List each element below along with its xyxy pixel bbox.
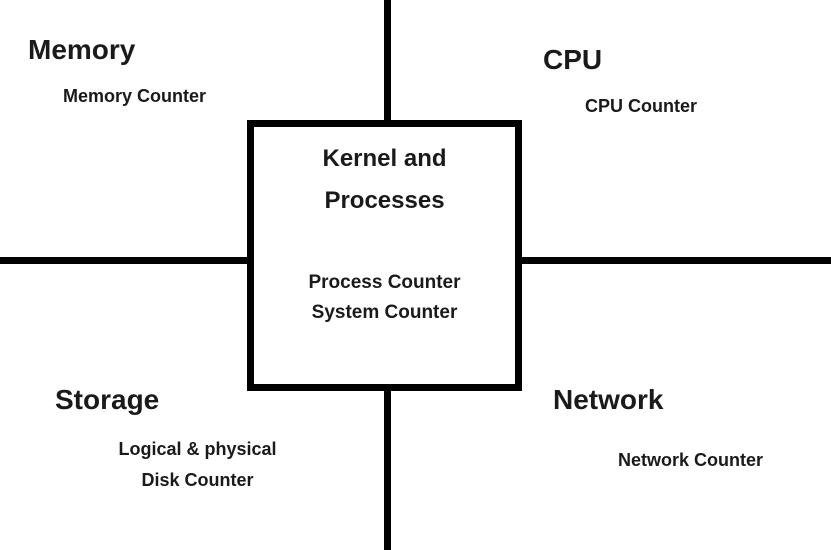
memory-quadrant-title: Memory — [28, 34, 136, 65]
cpu-quadrant-title: CPU — [543, 44, 603, 75]
system-counter-label: System Counter — [311, 302, 458, 323]
storage-quadrant-title: Storage — [55, 384, 160, 415]
kernel-box-title: Kernel and Processes — [254, 138, 515, 222]
kernel-box-title-line1: Kernel and — [322, 145, 447, 172]
memory-counter-label: Memory Counter — [63, 86, 207, 106]
cpu-counter-label: CPU Counter — [585, 96, 697, 116]
storage-counter-line2: Disk Counter — [141, 470, 254, 490]
divider-horizontal-left — [0, 257, 254, 264]
network-counter-label: Network Counter — [618, 450, 764, 470]
network-quadrant-title: Network — [553, 384, 664, 415]
kernel-box-title-line2: Processes — [324, 187, 445, 214]
process-counter-label: Process Counter — [308, 272, 461, 293]
kernel-box-counters: Process Counter System Counter — [254, 268, 515, 328]
storage-counter-line1: Logical & physical — [118, 439, 277, 459]
kernel-processes-box: Kernel and Processes Process Counter Sys… — [247, 120, 522, 391]
divider-vertical-bottom — [384, 384, 391, 550]
divider-horizontal-right — [515, 257, 831, 264]
divider-vertical-top — [384, 0, 391, 127]
storage-counter-label: Logical & physical Disk Counter — [85, 434, 310, 496]
